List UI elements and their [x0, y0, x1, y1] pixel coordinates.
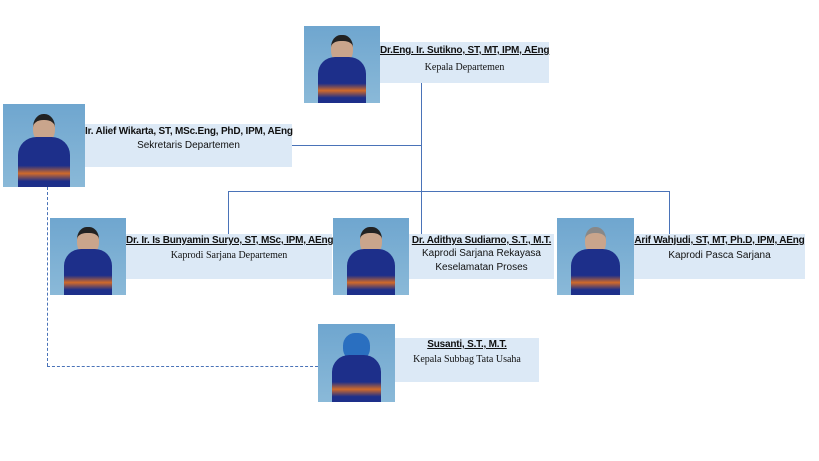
node-name: Dr. Adithya Sudiarno, S.T., M.T. [411, 235, 552, 246]
photo-admin [318, 324, 395, 402]
node-kaprodi-1: Dr. Ir. Is Bunyamin Suryo, ST, MSc, IPM,… [126, 234, 334, 279]
dashed-connector [47, 366, 318, 367]
node-role: Sekretaris Departemen [137, 140, 240, 151]
photo-kaprodi-2 [333, 218, 409, 295]
photo-kaprodi-1 [50, 218, 126, 295]
node-name: Dr. Ir. Is Bunyamin Suryo, ST, MSc, IPM,… [126, 235, 334, 246]
node-admin: Susanti, S.T., M.T. Kepala Subbag Tata U… [395, 338, 539, 382]
node-role-line1: Kaprodi Sarjana Rekayasa [422, 248, 541, 259]
node-role: Kaprodi Pasca Sarjana [668, 250, 771, 261]
node-name: Dr.Eng. Ir. Sutikno, ST, MT, IPM, AEng [380, 45, 550, 56]
node-role: Kepala Subbag Tata Usaha [413, 354, 521, 365]
node-role-line2: Keselamatan Proses [435, 262, 528, 273]
dashed-connector [47, 187, 48, 366]
node-secretary: Ir. Alief Wikarta, ST, MSc.Eng, PhD, IPM… [85, 124, 293, 167]
connector-line [669, 191, 670, 234]
connector-line [292, 145, 422, 146]
photo-kaprodi-3 [557, 218, 634, 295]
node-name: Arif Wahjudi, ST, MT, Ph.D, IPM, AEng [634, 235, 805, 246]
photo-secretary [3, 104, 85, 187]
node-head: Dr.Eng. Ir. Sutikno, ST, MT, IPM, AEng K… [380, 42, 549, 83]
connector-line [421, 83, 422, 234]
connector-line [228, 191, 229, 234]
node-kaprodi-2: Dr. Adithya Sudiarno, S.T., M.T. Kaprodi… [409, 234, 554, 279]
node-role: Kepala Departemen [424, 62, 505, 73]
photo-head [304, 26, 380, 103]
connector-line [228, 191, 670, 192]
node-kaprodi-3: Arif Wahjudi, ST, MT, Ph.D, IPM, AEng Ka… [634, 234, 805, 279]
node-name: Susanti, S.T., M.T. [427, 339, 507, 350]
node-role: Kaprodi Sarjana Departemen [170, 250, 288, 261]
node-name: Ir. Alief Wikarta, ST, MSc.Eng, PhD, IPM… [85, 126, 293, 137]
